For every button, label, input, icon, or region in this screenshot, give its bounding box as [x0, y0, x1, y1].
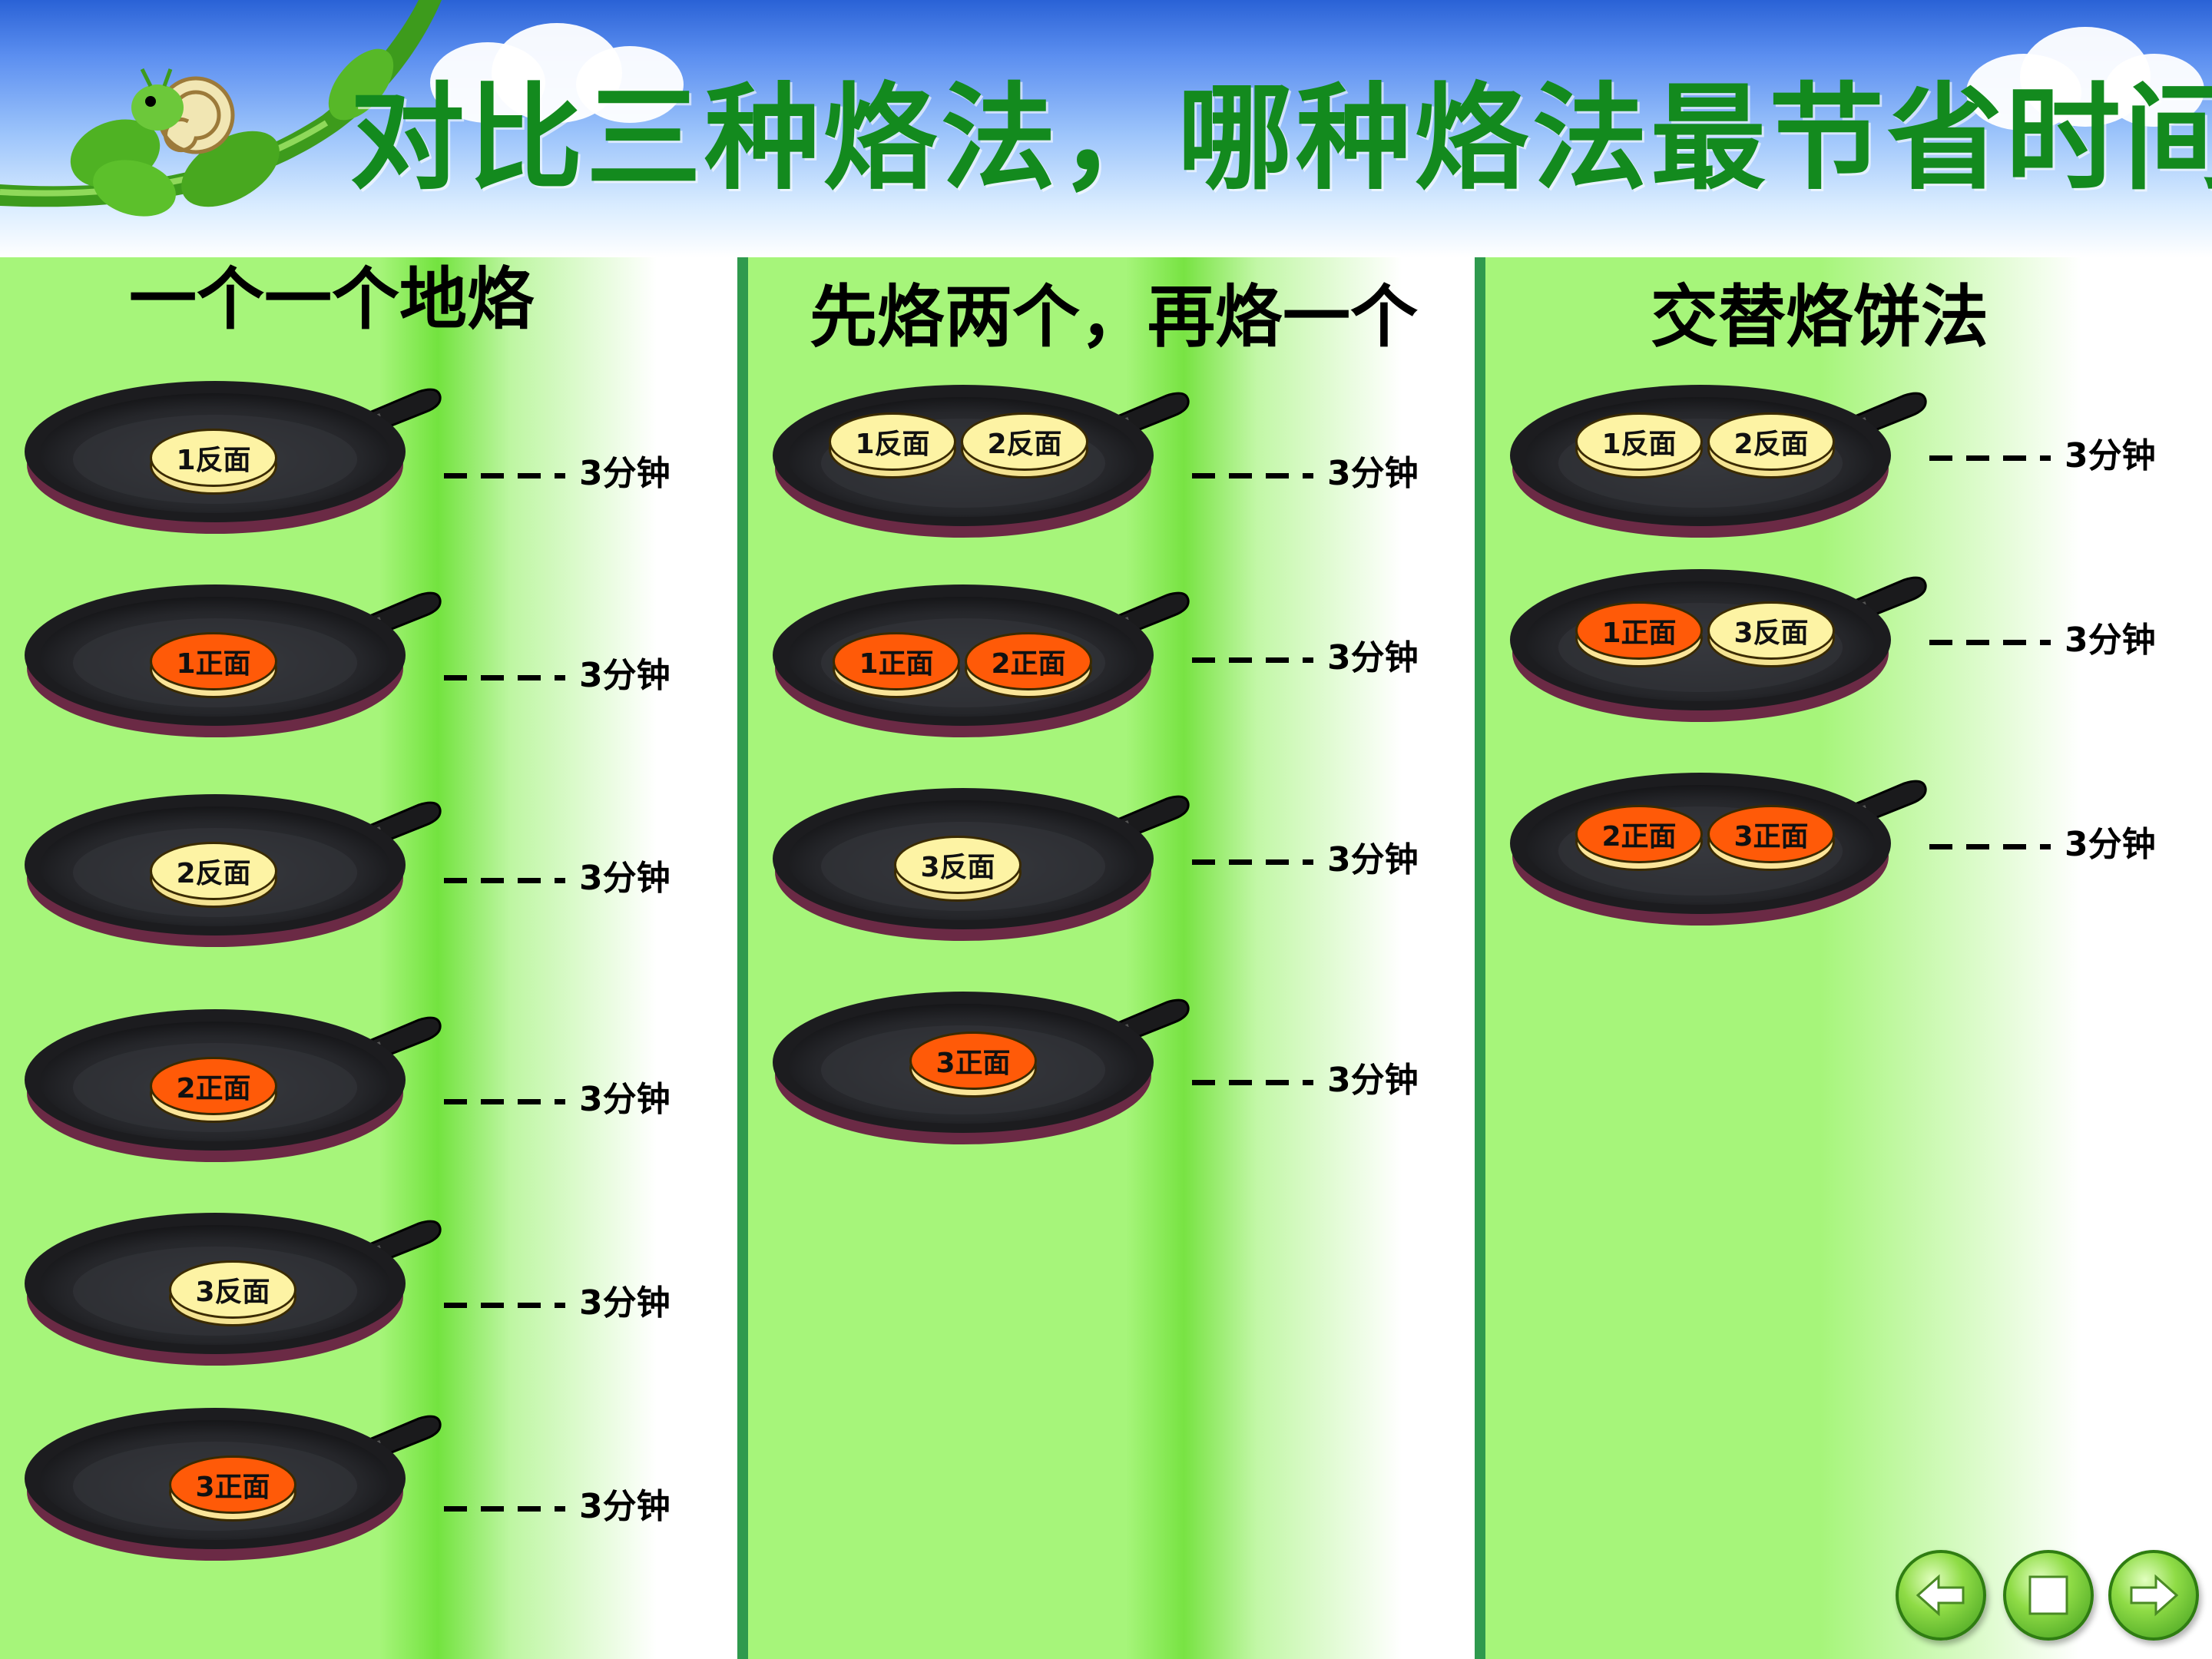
- pancake-label: 3正面: [909, 1031, 1037, 1090]
- duration-label: 3分钟: [1929, 428, 2156, 477]
- pancake-label: 3正面: [1707, 805, 1835, 863]
- frying-pan: 1反面: [19, 361, 449, 538]
- pancake-label: 1正面: [833, 632, 960, 690]
- slide-header: 对比三种烙法，哪种烙法最节省时间？: [0, 0, 2212, 257]
- column-heading: 交替烙饼法: [1651, 277, 1989, 356]
- stop-button[interactable]: [2003, 1550, 2094, 1641]
- pancake: 3反面: [894, 836, 1022, 902]
- duration-label: 3分钟: [444, 445, 671, 495]
- pancake-label: 2反面: [1707, 412, 1835, 471]
- pancake: 3反面: [1707, 601, 1835, 667]
- pancake-label: 3正面: [169, 1455, 296, 1514]
- frying-pan: 1反面 2反面: [767, 365, 1197, 541]
- frying-pan: 2正面 3正面: [1505, 753, 1935, 929]
- pancake-label: 1反面: [150, 429, 277, 487]
- duration-label: 3分钟: [444, 1071, 671, 1121]
- frying-pan: 3反面: [767, 768, 1197, 945]
- cloud: [2104, 54, 2204, 127]
- pancake-label: 2反面: [150, 842, 277, 900]
- pancake-label: 1反面: [1575, 412, 1703, 471]
- frying-pan: 1正面 3反面: [1505, 549, 1935, 726]
- duration-label: 3分钟: [1192, 630, 1419, 679]
- frying-pan: 3正面: [767, 972, 1197, 1148]
- duration-label: 3分钟: [444, 1479, 671, 1528]
- pancake: 2正面: [1575, 805, 1703, 871]
- frying-pan: 2正面: [19, 989, 449, 1166]
- pancake: 3反面: [169, 1260, 296, 1326]
- duration-label: 3分钟: [444, 850, 671, 899]
- pancake-label: 2反面: [961, 412, 1088, 471]
- pancake-label: 2正面: [1575, 805, 1703, 863]
- pancake: 3正面: [909, 1031, 1037, 1098]
- arrow-right-icon: [2111, 1553, 2196, 1637]
- frying-pan: 1反面 2反面: [1505, 365, 1935, 541]
- pancake-label: 1正面: [1575, 601, 1703, 660]
- frying-pan: 3正面: [19, 1388, 449, 1565]
- column-two-then-one: 先烙两个，再烙一个 1反面 2反面 3分钟 1正面 2正面 3分钟 3反面 3分…: [737, 257, 1475, 1659]
- pancake: 2正面: [965, 632, 1092, 698]
- frying-pan: 2反面: [19, 774, 449, 951]
- pancake: 3正面: [169, 1455, 296, 1522]
- pancake-label: 1反面: [829, 412, 956, 471]
- duration-label: 3分钟: [1929, 816, 2156, 866]
- column-heading: 一个一个地烙: [129, 260, 535, 339]
- frying-pan: 1正面 2正面: [767, 565, 1197, 741]
- vine-snail-decoration: [0, 0, 442, 217]
- pancake-label: 1正面: [150, 632, 277, 690]
- pancake: 2反面: [150, 842, 277, 908]
- pancake: 2反面: [1707, 412, 1835, 478]
- column-one-by-one: 一个一个地烙 1反面 3分钟 1正面 3分钟 2反面 3分钟 2正面 3分钟 3…: [0, 257, 730, 1659]
- duration-label: 3分钟: [444, 647, 671, 697]
- pancake-label: 3反面: [1707, 601, 1835, 660]
- duration-label: 3分钟: [1192, 445, 1419, 495]
- stop-square-icon: [2006, 1553, 2091, 1637]
- pancake-label: 3反面: [169, 1260, 296, 1319]
- duration-label: 3分钟: [1192, 1052, 1419, 1101]
- frying-pan: 3反面: [19, 1193, 449, 1369]
- pancake-label: 2正面: [150, 1057, 277, 1115]
- pancake: 3正面: [1707, 805, 1835, 871]
- duration-label: 3分钟: [444, 1275, 671, 1324]
- pancake: 1反面: [150, 429, 277, 495]
- prev-button[interactable]: [1896, 1550, 1986, 1641]
- frying-pan: 1正面: [19, 565, 449, 741]
- pancake-label: 2正面: [965, 632, 1092, 690]
- duration-label: 3分钟: [1192, 832, 1419, 881]
- column-heading: 先烙两个，再烙一个: [810, 277, 1419, 356]
- pancake: 1正面: [150, 632, 277, 698]
- arrow-left-icon: [1899, 1553, 1983, 1637]
- cloud: [576, 46, 684, 123]
- pancake: 2正面: [150, 1057, 277, 1123]
- duration-label: 3分钟: [1929, 612, 2156, 661]
- pancake: 1反面: [1575, 412, 1703, 478]
- pancake: 1反面: [829, 412, 956, 478]
- next-button[interactable]: [2108, 1550, 2199, 1641]
- slide-title: 对比三种烙法，哪种烙法最节省时间？: [349, 71, 2212, 206]
- pancake: 1正面: [833, 632, 960, 698]
- pancake-label: 3反面: [894, 836, 1022, 894]
- column-alternating: 交替烙饼法 1反面 2反面 3分钟 1正面 3反面 3分钟 2正面 3正面 3分…: [1475, 257, 2212, 1659]
- pancake: 2反面: [961, 412, 1088, 478]
- pancake: 1正面: [1575, 601, 1703, 667]
